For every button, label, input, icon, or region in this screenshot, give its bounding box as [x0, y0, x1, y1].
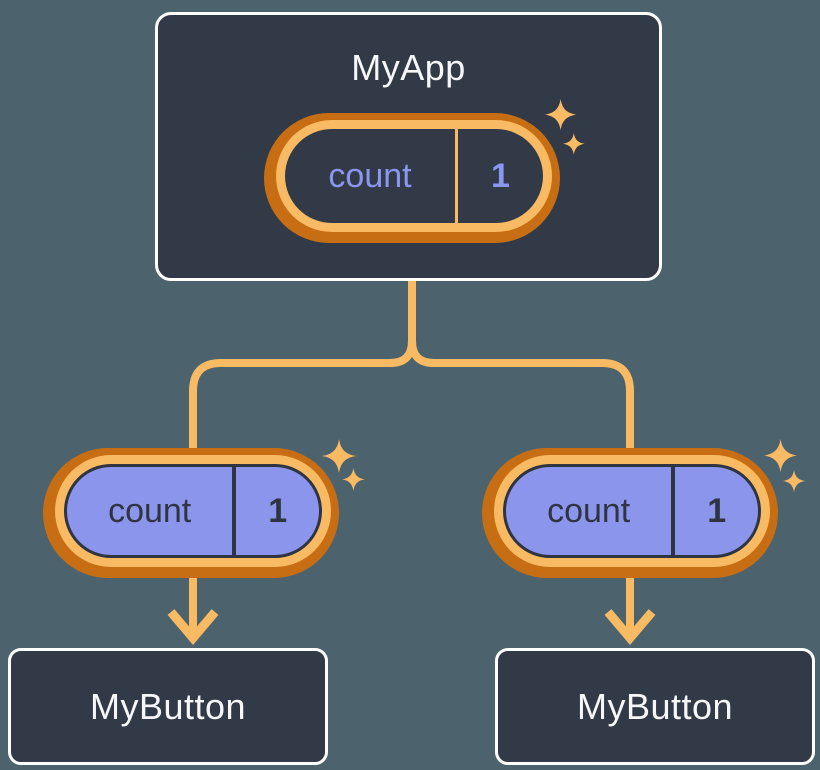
pill-ring: count 1 — [276, 120, 552, 232]
pill-divider — [455, 129, 458, 223]
pill-body: count 1 — [64, 464, 322, 558]
sparkle-icon — [342, 468, 365, 491]
pill-ring: count 1 — [494, 455, 770, 567]
prop-value: 1 — [707, 491, 727, 530]
pill-divider — [671, 467, 676, 555]
component-title: MyButton — [89, 685, 247, 727]
state-value: 1 — [491, 156, 510, 195]
sparkle-icon — [783, 470, 806, 493]
component-card-mybutton-left: MyButton — [8, 648, 328, 765]
component-title: MyApp — [351, 47, 466, 88]
pill-ring: count 1 — [55, 455, 331, 567]
prop-pill-right: count 1 — [482, 448, 778, 578]
prop-pill-left: count 1 — [43, 448, 339, 578]
prop-label: count — [108, 491, 192, 530]
state-pill-root: count 1 — [264, 113, 560, 243]
state-label: count — [328, 156, 412, 195]
pill-body: count 1 — [285, 129, 543, 223]
prop-label: count — [547, 491, 631, 530]
sparkle-icon — [322, 439, 357, 474]
pill-body: count 1 — [503, 464, 761, 558]
component-card-mybutton-right: MyButton — [495, 648, 815, 765]
prop-value: 1 — [268, 491, 288, 530]
sparkle-icon — [764, 439, 798, 473]
component-title: MyButton — [576, 685, 734, 727]
arrowhead-down-right-icon — [604, 609, 656, 645]
arrowhead-down-left-icon — [167, 609, 219, 645]
